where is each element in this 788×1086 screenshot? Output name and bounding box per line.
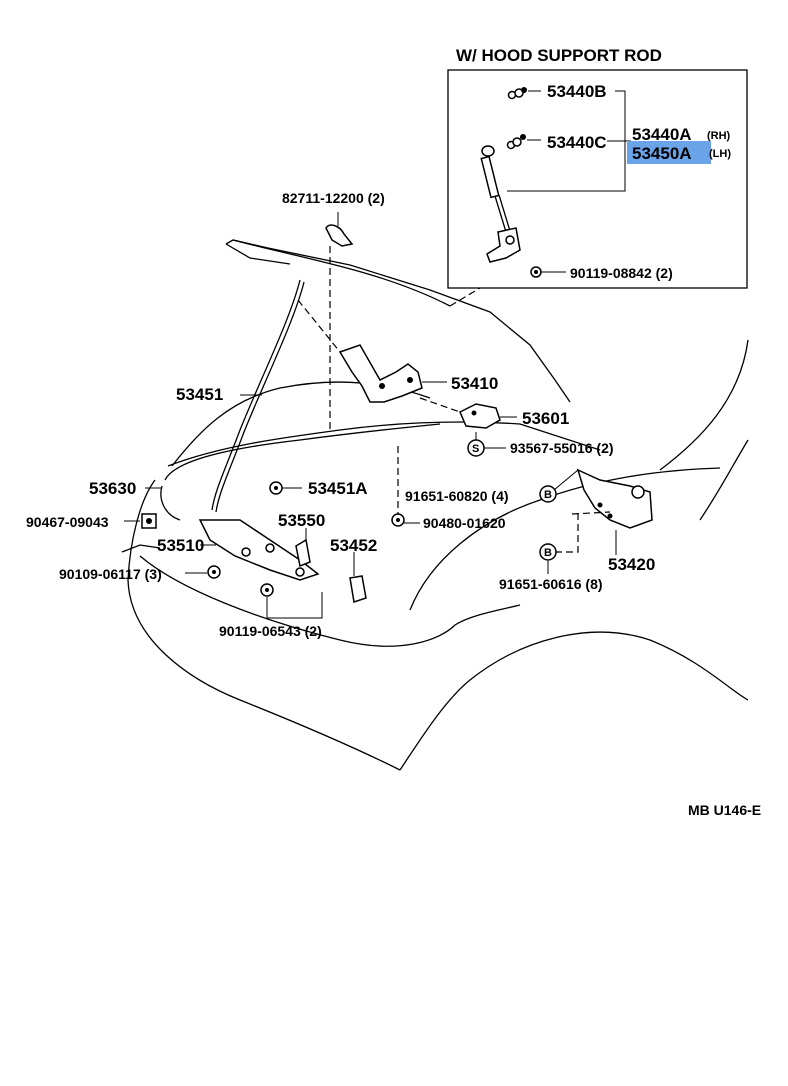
hood-lock-53420 — [576, 468, 653, 529]
bolt-90119-08842 — [530, 266, 566, 278]
label-53420: 53420 — [608, 555, 655, 574]
inset-title: W/ HOOD SUPPORT ROD — [456, 46, 662, 65]
inset-frame — [447, 69, 748, 289]
hood-hinge-53410 — [338, 344, 423, 403]
label-53440b: 53440B — [547, 82, 607, 101]
release-cable-53630 — [164, 423, 441, 481]
svg-text:B: B — [544, 547, 552, 559]
label-53410: 53410 — [451, 374, 498, 393]
label-53452: 53452 — [330, 536, 377, 555]
label-82711-12200: 82711-12200 (2) — [282, 190, 385, 206]
badge-b-91651-60820: B — [539, 485, 557, 503]
label-90119-08842: 90119-08842 (2) — [570, 265, 673, 281]
label-53450a: 53450A — [632, 144, 692, 163]
car-body-outline — [121, 239, 749, 771]
callout-labels: 82711-12200 (2) 53451 53410 53601 93567-… — [26, 190, 655, 639]
hood-support-53510 — [198, 519, 320, 581]
label-90480-01620: 90480-01620 — [423, 515, 506, 531]
label-53630: 53630 — [89, 479, 136, 498]
fender-top — [409, 467, 721, 611]
svg-text:S: S — [472, 443, 479, 455]
front-left-edge — [127, 479, 156, 581]
bumper-curve — [127, 579, 401, 771]
clip-53440c — [506, 134, 541, 150]
diagram-code: MB U146-E — [688, 802, 761, 818]
label-53451: 53451 — [176, 385, 223, 404]
label-90119-06543: 90119-06543 (2) — [219, 623, 322, 639]
hood-edge-front — [225, 243, 291, 265]
label-53440a: 53440A — [632, 125, 692, 144]
label-53451a: 53451A — [308, 479, 368, 498]
label-53510: 53510 — [157, 536, 204, 555]
highlight-53450a — [627, 141, 711, 164]
svg-text:B: B — [544, 489, 552, 501]
bumper-top — [139, 555, 456, 647]
label-rh: (RH) — [707, 130, 731, 142]
label-91651-60616: 91651-60616 (8) — [499, 576, 603, 592]
pillar-line-2 — [699, 439, 749, 521]
hood-crease — [232, 239, 451, 307]
bracket-53452 — [349, 575, 367, 603]
badge-s-93567: S — [467, 439, 485, 457]
lever-53550 — [295, 538, 311, 568]
label-53440c: 53440C — [547, 133, 607, 152]
label-90109-06117: 90109-06117 (3) — [59, 566, 162, 582]
label-lh: (LH) — [709, 148, 731, 160]
clip-53440b — [507, 87, 541, 100]
badge-b-91651-60616: B — [539, 543, 557, 561]
bumper-right — [454, 604, 521, 626]
inset-hood-support-rod: W/ HOOD SUPPORT ROD — [447, 46, 748, 289]
cable-clip-53601 — [459, 403, 501, 429]
label-91651-60820: 91651-60820 (4) — [405, 488, 509, 504]
label-90467-09043: 90467-09043 — [26, 514, 109, 530]
label-93567-55016: 93567-55016 (2) — [510, 440, 614, 456]
hood-rod-53451 — [211, 279, 301, 511]
wheel-arch — [399, 631, 749, 771]
bumper-corner — [121, 544, 161, 553]
label-53601: 53601 — [522, 409, 569, 428]
inset-pointer — [449, 287, 481, 307]
support-rod — [480, 145, 521, 263]
clamp-82711-12200 — [325, 224, 354, 247]
leader-lines — [124, 212, 617, 619]
label-53550: 53550 — [278, 511, 325, 530]
hood-lock-parts — [141, 224, 653, 603]
pillar-line — [659, 339, 749, 471]
